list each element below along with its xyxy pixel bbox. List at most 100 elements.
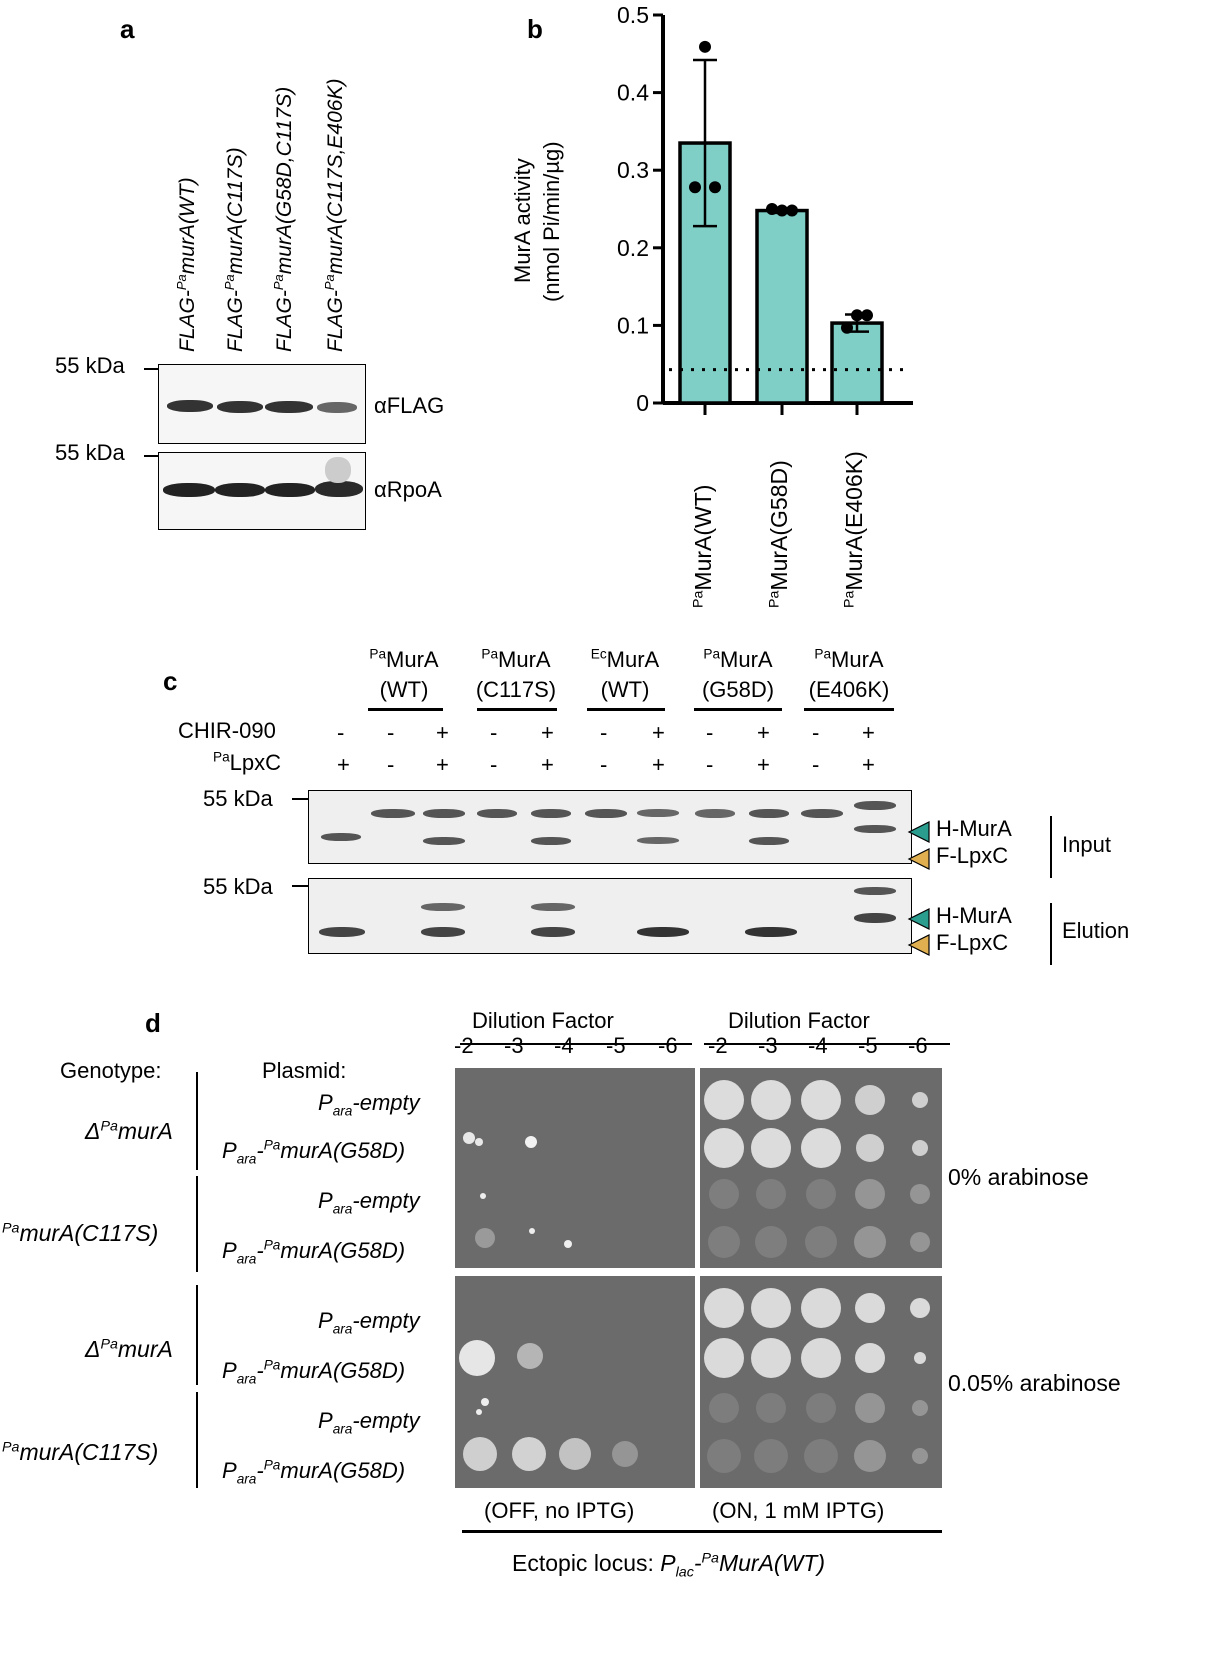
y-axis-label-line2: (nmol Pi/min/µg) (539, 141, 564, 302)
sign-mark: + (541, 720, 554, 745)
gel-input (308, 790, 912, 864)
dilution-label: -2 (454, 1033, 474, 1058)
header-rule (460, 1043, 692, 1045)
colony-spot (704, 1288, 744, 1328)
plasmid-label: Para-empty (318, 1090, 420, 1119)
sign-mark: + (652, 752, 665, 777)
group-header: PaMurA(G58D) (701, 646, 775, 702)
data-point (766, 203, 778, 215)
data-point (699, 40, 711, 53)
panel-label-a: a (120, 14, 135, 44)
marker-tick (292, 885, 308, 887)
label-f-lpxC: F-LpxC (936, 843, 1009, 868)
ectopic-locus-label: Ectopic locus: Plac-PaMurA(WT) (512, 1550, 825, 1581)
genotype-label: PamurA(C117S) (2, 1439, 159, 1465)
colony-spot (855, 1179, 885, 1209)
sign-mark: + (757, 720, 770, 745)
sign-mark: - (490, 720, 498, 745)
colony-spot (754, 1439, 788, 1473)
colony-spot (480, 1193, 486, 1199)
label-h-murA: H-MurA (936, 816, 1012, 841)
genotype-label: PamurA(C117S) (2, 1220, 159, 1246)
data-point (861, 309, 873, 322)
plate-on-0pct (700, 1068, 942, 1268)
label-h-murA: H-MurA (936, 903, 1012, 928)
plasmid-label: Para-PamurA(G58D) (222, 1137, 406, 1167)
blot-label-flag: αFLAG (374, 393, 445, 418)
colony-spot (855, 1393, 885, 1423)
colony-spot (708, 1226, 740, 1258)
colony-spot (854, 1440, 886, 1472)
data-point (689, 181, 701, 194)
colony-spot (751, 1080, 791, 1120)
colony-spot (910, 1232, 930, 1252)
bar-chart: 00.10.20.30.40.5 (617, 2, 913, 416)
colony-spot (704, 1128, 744, 1168)
marker-tick (292, 798, 308, 800)
colony-spot (856, 1134, 884, 1162)
dilution-label: -6 (908, 1033, 928, 1058)
colony-spot (804, 1439, 838, 1473)
sign-mark: + (862, 720, 875, 745)
x-tick-label: PaMurA(WT) (690, 484, 716, 608)
arrow-murA-input-icon (907, 821, 930, 843)
sign-mark: + (862, 752, 875, 777)
plasmid-label: Para-empty (318, 1308, 420, 1337)
colony-spot (855, 1343, 885, 1373)
colony-spot (855, 1293, 885, 1323)
sign-mark: + (652, 720, 665, 745)
lane-label: FLAG-PamurA(C117S) (222, 147, 247, 352)
dilution-header-left: Dilution Factor (472, 1008, 614, 1033)
lane-label: FLAG-PamurA(G58D,C117S) (271, 86, 296, 352)
marker-label: 55 kDa (55, 353, 125, 378)
x-tick-label: PaMurA(E406K) (841, 451, 867, 608)
sign-mark: - (706, 752, 714, 777)
colony-spot (854, 1226, 886, 1258)
blot-flag (158, 364, 366, 444)
colony-spot (463, 1437, 497, 1471)
gel-elution (308, 878, 912, 954)
colony-spot (801, 1288, 841, 1328)
dilution-label: -6 (658, 1033, 678, 1058)
plasmid-header: Plasmid: (262, 1058, 347, 1083)
data-point (786, 204, 798, 217)
marker-tick (144, 368, 158, 370)
colony-spot (525, 1136, 537, 1148)
sign-mark: - (490, 752, 498, 777)
dilution-label: -5 (606, 1033, 626, 1058)
dilution-label: -2 (708, 1033, 728, 1058)
dilution-label: -4 (808, 1033, 828, 1058)
colony-spot (756, 1393, 786, 1423)
plasmid-label: Para-PamurA(G58D) (222, 1237, 406, 1267)
row-label-lpxc: PaLpxC (213, 749, 282, 775)
colony-spot (912, 1400, 928, 1416)
plate-on-005pct (700, 1276, 942, 1488)
marker-label: 55 kDa (203, 786, 273, 811)
group-underline (587, 708, 665, 711)
row-label-chir: CHIR-090 (178, 718, 276, 743)
colony-spot (806, 1179, 836, 1209)
colony-spot (475, 1228, 495, 1248)
colony-spot (459, 1340, 495, 1376)
colony-spot (612, 1441, 638, 1467)
y-tick-label: 0.4 (617, 80, 649, 106)
colony-spot (801, 1128, 841, 1168)
bar (755, 208, 809, 405)
colony-spot (704, 1338, 744, 1378)
plasmid-label: Para-PamurA(G58D) (222, 1457, 406, 1487)
colony-spot (704, 1080, 744, 1120)
y-tick-label: 0.5 (617, 2, 649, 28)
genotype-header: Genotype: (60, 1058, 162, 1083)
colony-spot (751, 1128, 791, 1168)
genotype-bracket (196, 1285, 198, 1385)
blot-label-rpoa: αRpoA (374, 477, 442, 502)
caption-on: (ON, 1 mM IPTG) (712, 1498, 885, 1523)
colony-spot (709, 1393, 739, 1423)
lane-label: FLAG-PamurA(WT) (174, 177, 199, 352)
data-point (841, 321, 853, 334)
colony-spot (481, 1398, 489, 1406)
sign-mark: - (387, 720, 395, 745)
arrow-murA-elution-icon (907, 908, 930, 930)
y-tick-label: 0.1 (617, 312, 649, 338)
section-bracket (1050, 816, 1052, 878)
